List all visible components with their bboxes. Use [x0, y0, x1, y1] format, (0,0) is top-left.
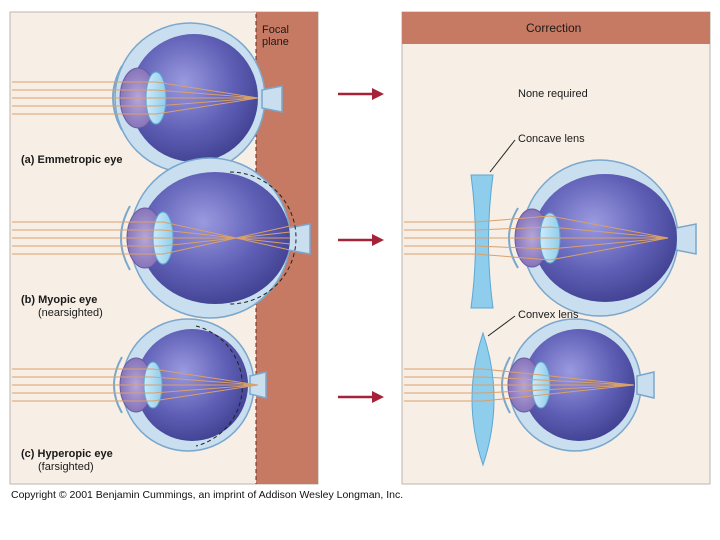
correction-header: Correction — [526, 21, 581, 35]
focal-plane-label-line1: Focal — [262, 24, 289, 36]
arrow-b — [338, 234, 384, 246]
convex-lens-label: Convex lens — [518, 309, 579, 321]
case-a-title: (a) Emmetropic eye — [21, 154, 122, 166]
case-b-subtitle: (nearsighted) — [38, 307, 103, 319]
case-b-title: (b) Myopic eye — [21, 294, 97, 306]
arrow-a — [338, 88, 384, 100]
case-c-title: (c) Hyperopic eye — [21, 448, 113, 460]
focal-plane-label-line2: plane — [262, 36, 289, 48]
arrow-c — [338, 391, 384, 403]
case-c-subtitle: (farsighted) — [38, 461, 94, 473]
copyright-notice: Copyright © 2001 Benjamin Cummings, an i… — [11, 489, 403, 501]
none-required-label: None required — [518, 88, 588, 100]
concave-lens-label: Concave lens — [518, 133, 585, 145]
